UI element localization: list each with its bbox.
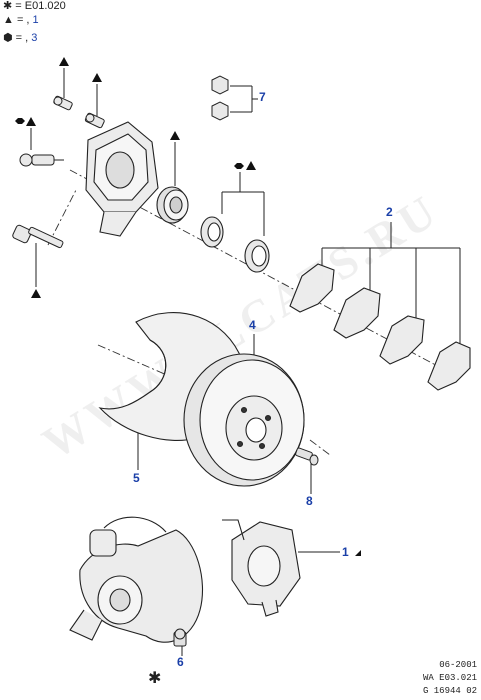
asterisk-icon: ✱ [3, 0, 13, 12]
callout-8[interactable]: 8 [306, 494, 313, 508]
triangle-icon: ▲ [3, 14, 14, 26]
hexagon-icon: ⬢ [3, 32, 13, 44]
diagram-date: 06-2001 [439, 660, 477, 670]
brake-caliper-top [85, 121, 159, 237]
hexagon-icon [15, 118, 244, 169]
callout-6[interactable]: 6 [177, 655, 184, 669]
caliper-piston [156, 186, 189, 224]
callout-7[interactable]: 7 [259, 90, 266, 104]
triangle-icon [355, 550, 361, 556]
callout-2[interactable]: 2 [386, 205, 393, 219]
clip-kit [211, 75, 229, 121]
legend-triangle: ▲ = , 1 [3, 14, 39, 26]
disc-retaining-screw [295, 447, 319, 466]
piston-seal [200, 216, 270, 273]
brake-disc [183, 353, 305, 487]
caliper-mounting-bolt [173, 628, 187, 647]
svg-text:✱: ✱ [148, 670, 161, 687]
steering-knuckle-hub [69, 516, 204, 643]
brake-caliper-bottom [222, 519, 301, 617]
callout-5[interactable]: 5 [133, 471, 140, 485]
callout-4[interactable]: 4 [249, 318, 256, 332]
triangle-icon [26, 57, 256, 298]
brake-pads [289, 263, 471, 391]
legend-asterisk: ✱ = E01.020 [3, 0, 66, 12]
caliper-bolts [12, 95, 105, 249]
asterisk-icon: ✱ [148, 670, 161, 687]
diagram-ref: WA E03.021 [422, 673, 477, 683]
legend-hexagon: ⬢ = , 3 [3, 32, 38, 44]
callout-1[interactable]: 1 [342, 545, 349, 559]
diagram-id: G 16944 02 [422, 686, 477, 696]
